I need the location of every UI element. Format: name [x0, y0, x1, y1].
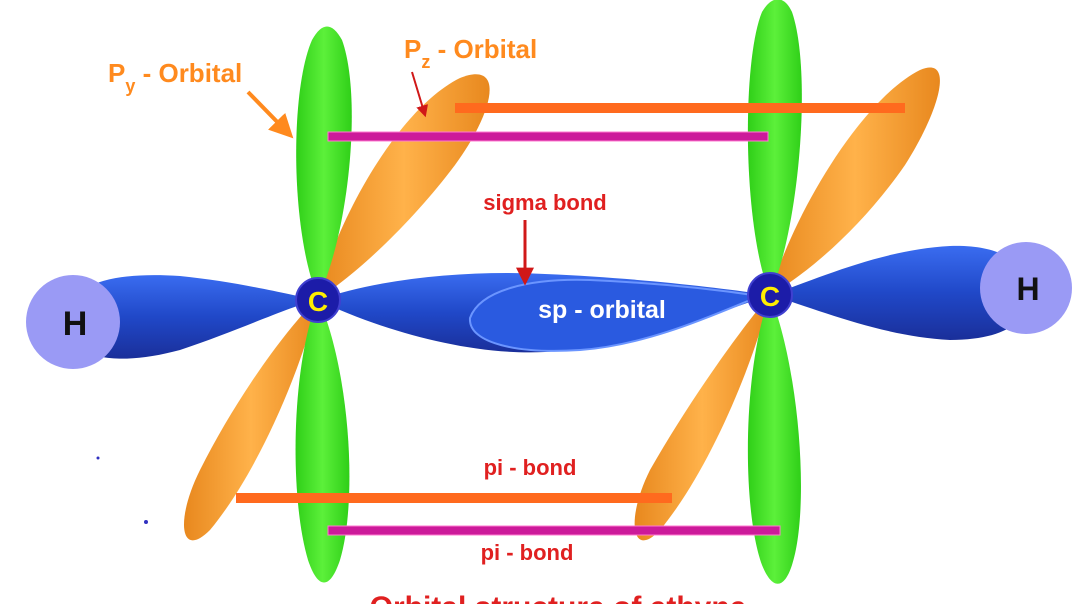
py-orbital-label: Py - Orbital: [108, 58, 242, 96]
carbon-label-left: C: [308, 286, 328, 317]
pz-lobe-right-lower: [634, 295, 770, 541]
pz-label-main: P: [404, 34, 421, 64]
py-label-arrow: [246, 90, 294, 139]
pi-bond-label-bottom: pi - bond: [481, 540, 574, 565]
py-lobe-left-upper: [296, 26, 352, 298]
pz-lobe-left-lower: [183, 298, 318, 541]
sp-lobe-c-h-right: [770, 245, 1030, 340]
hydrogen-label-right: H: [1016, 271, 1039, 307]
pi-bond-orange-top: [455, 103, 905, 113]
pz-label-rest: - Orbital: [430, 34, 537, 64]
decorative-dot: [144, 520, 148, 524]
pz-label-arrow: [411, 71, 428, 118]
py-label-main: P: [108, 58, 125, 88]
pz-lobe-right-upper: [770, 67, 940, 295]
hydrogen-atom-right: H: [980, 242, 1072, 334]
diagram-caption: Orbital structure of ethyne: [370, 591, 747, 604]
pi-bond-magenta-bottom: [327, 525, 781, 536]
pi-bond-label-top: pi - bond: [484, 455, 577, 480]
decorative-dot: [96, 456, 100, 460]
pz-lobe-left-upper: [318, 74, 490, 298]
py-lobe-right-upper: [747, 0, 802, 295]
carbon-atom-right: C: [747, 272, 793, 318]
pz-orbital-label: Pz - Orbital: [404, 34, 537, 72]
py-label-rest: - Orbital: [135, 58, 242, 88]
sp-lobe-h-c-left: [60, 275, 318, 359]
pi-bond-magenta-top: [327, 131, 769, 142]
pi-bond-orange-bottom: [236, 493, 672, 503]
hydrogen-atom-left: H: [26, 275, 120, 369]
py-lobe-left-lower: [295, 298, 350, 583]
carbon-atom-left: C: [295, 277, 341, 323]
pz-label-sub: z: [421, 52, 430, 72]
carbon-label-right: C: [760, 281, 780, 312]
svg-text:Py - Orbital: Py - Orbital: [108, 58, 242, 96]
py-lobe-right-lower: [747, 295, 801, 584]
py-label-sub: y: [125, 76, 135, 96]
svg-text:Pz - Orbital: Pz - Orbital: [404, 34, 537, 72]
sp-orbital-label: sp - orbital: [538, 296, 666, 324]
sigma-bond-label: sigma bond: [483, 190, 606, 215]
hydrogen-label-left: H: [63, 305, 88, 343]
